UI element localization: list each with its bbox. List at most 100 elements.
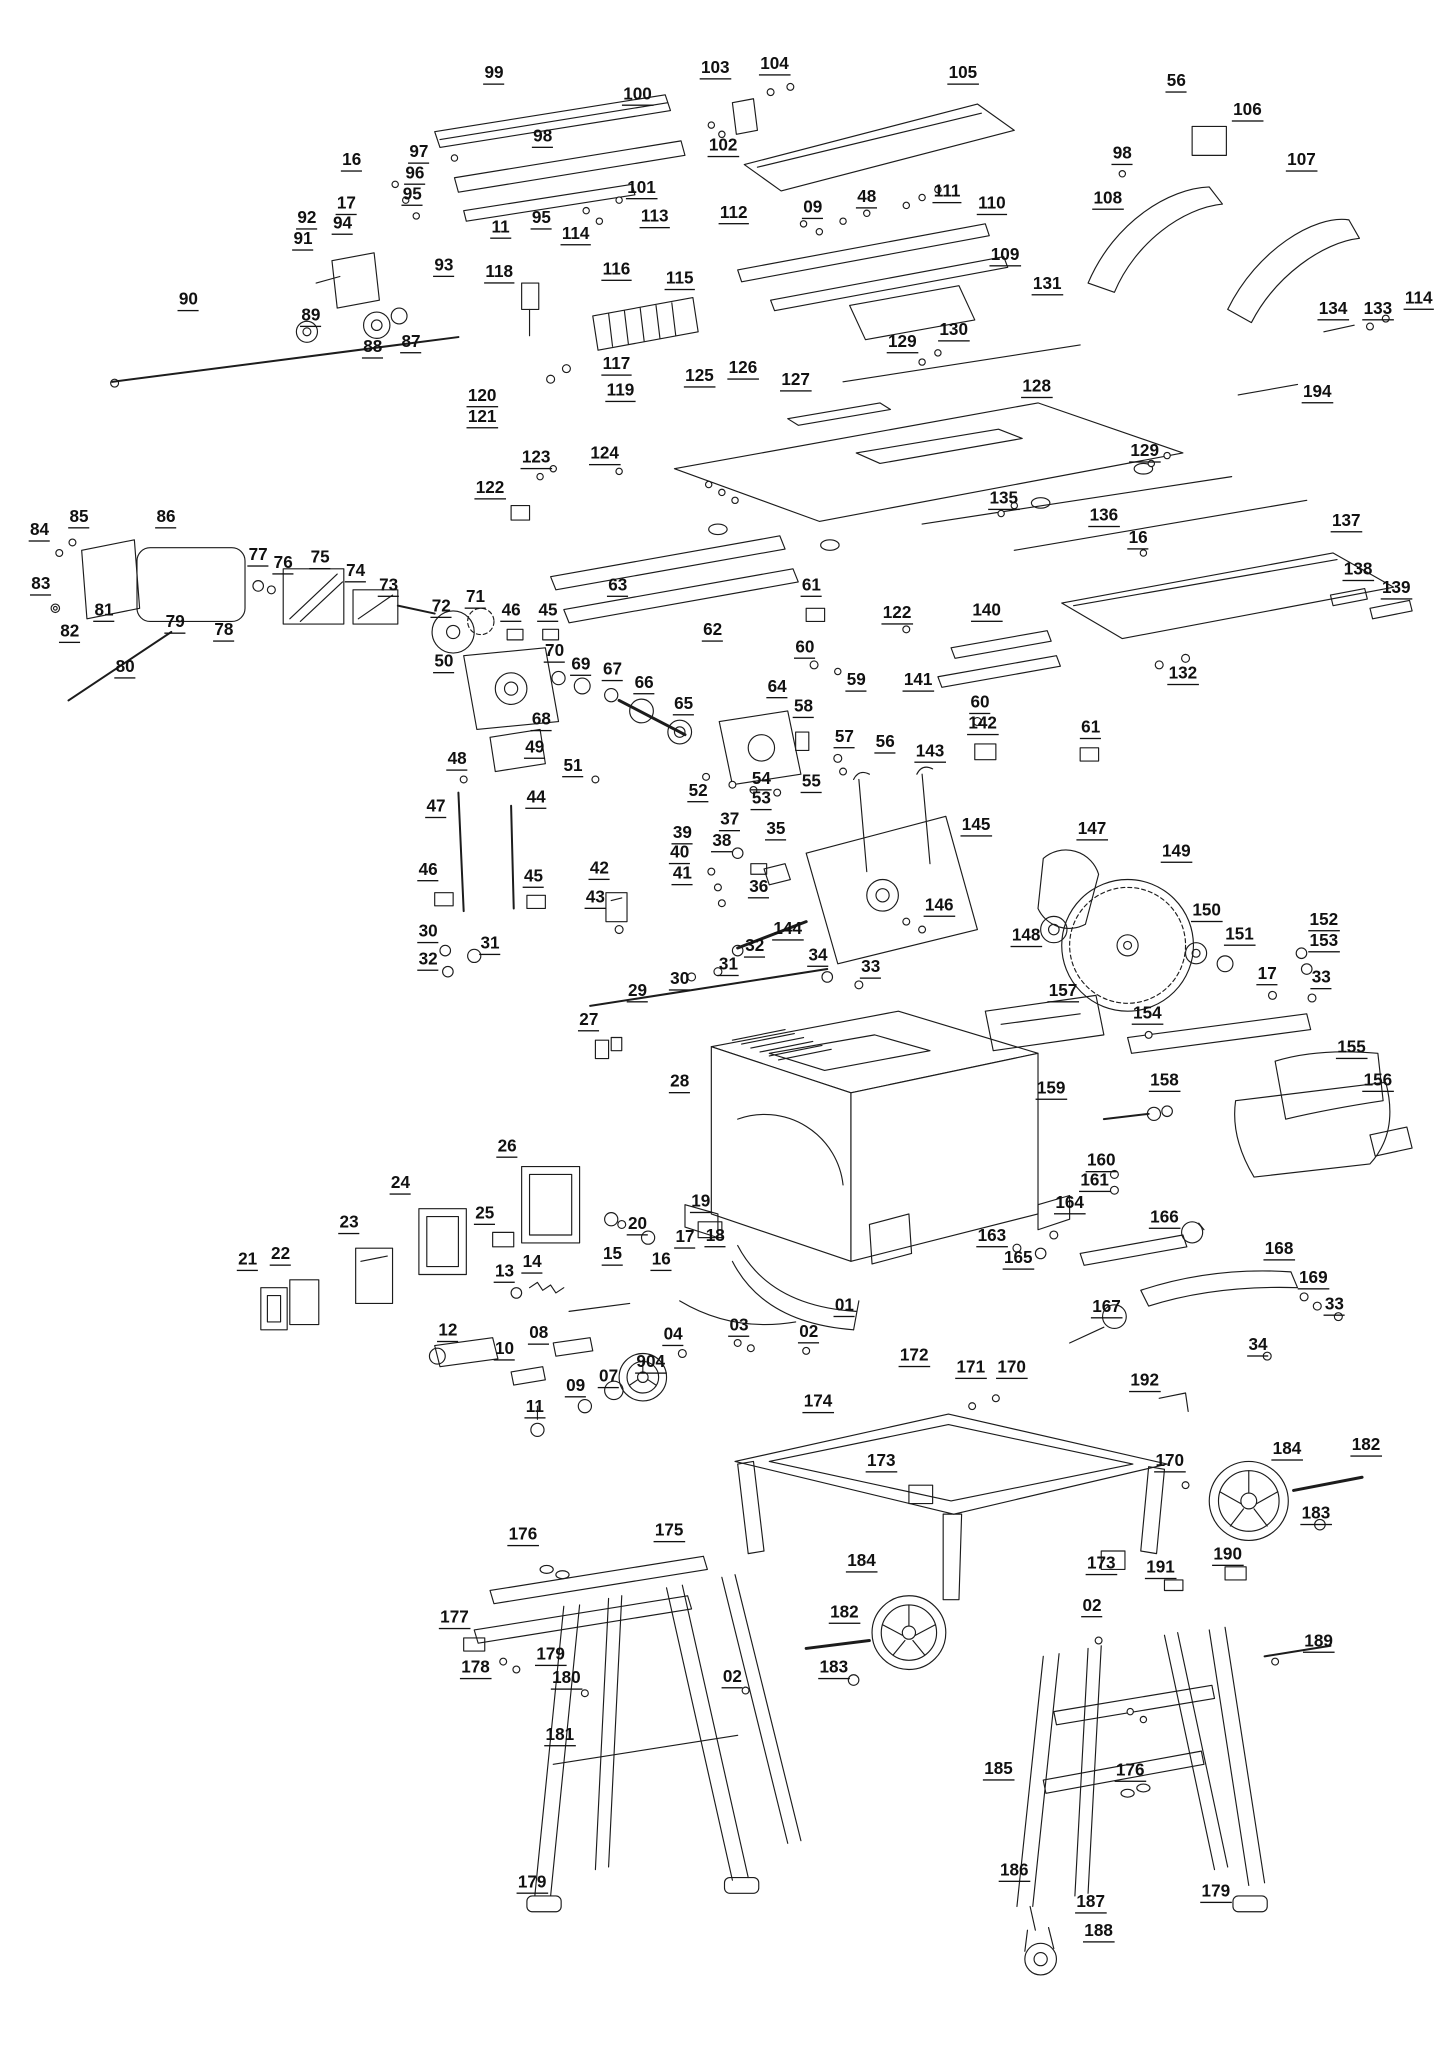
part-label-82: 82 <box>58 622 81 643</box>
part-label-160: 160 <box>1085 1151 1117 1172</box>
part-label-79: 79 <box>164 613 187 634</box>
part-label-12: 12 <box>437 1321 459 1342</box>
part-label-66: 66 <box>633 673 655 694</box>
part-label-46: 46 <box>500 601 522 622</box>
part-label-158: 158 <box>1148 1071 1181 1092</box>
part-label-07: 07 <box>597 1367 620 1388</box>
part-label-95: 95 <box>530 208 553 230</box>
part-label-94: 94 <box>331 214 354 235</box>
part-label-179: 179 <box>516 1873 548 1894</box>
part-label-31: 31 <box>479 934 501 955</box>
part-label-179: 179 <box>535 1645 567 1666</box>
part-label-78: 78 <box>213 620 235 642</box>
part-label-24: 24 <box>389 1173 412 1195</box>
push-rod <box>111 337 459 387</box>
part-label-90: 90 <box>177 290 200 311</box>
part-label-53: 53 <box>750 789 773 810</box>
part-label-34: 34 <box>807 946 829 967</box>
part-label-101: 101 <box>625 178 658 199</box>
part-label-56: 56 <box>874 732 897 754</box>
stand-left <box>464 1556 801 1911</box>
part-label-184: 184 <box>1271 1439 1303 1461</box>
part-label-171: 171 <box>955 1358 987 1379</box>
part-label-88: 88 <box>361 337 384 359</box>
part-label-129: 129 <box>1129 441 1161 463</box>
part-label-21: 21 <box>236 1250 259 1271</box>
part-label-80: 80 <box>114 657 136 679</box>
rip-fence-profiles <box>738 186 1008 339</box>
part-label-130: 130 <box>938 320 970 342</box>
part-label-173: 173 <box>865 1451 897 1473</box>
part-label-159: 159 <box>1035 1079 1067 1100</box>
hose <box>522 283 699 383</box>
part-label-177: 177 <box>438 1608 471 1629</box>
part-label-30: 30 <box>668 969 691 991</box>
part-label-09: 09 <box>564 1376 587 1397</box>
part-label-151: 151 <box>1223 925 1256 946</box>
part-label-183: 183 <box>1300 1504 1332 1525</box>
part-label-97: 97 <box>408 142 430 164</box>
part-label-138: 138 <box>1342 560 1374 581</box>
part-label-135: 135 <box>988 489 1020 510</box>
part-label-91: 91 <box>292 229 314 251</box>
part-label-13: 13 <box>493 1262 516 1283</box>
part-label-133: 133 <box>1362 299 1394 320</box>
part-label-31: 31 <box>717 955 740 976</box>
part-label-39: 39 <box>671 823 694 845</box>
part-label-148: 148 <box>1010 926 1042 947</box>
part-label-170: 170 <box>1154 1451 1186 1473</box>
part-label-186: 186 <box>998 1861 1030 1882</box>
part-label-11: 11 <box>524 1397 546 1419</box>
part-label-137: 137 <box>1330 511 1362 532</box>
part-label-03: 03 <box>728 1316 750 1337</box>
part-label-178: 178 <box>459 1658 492 1679</box>
part-label-117: 117 <box>601 354 632 376</box>
part-label-63: 63 <box>606 576 629 597</box>
part-label-161: 161 <box>1079 1171 1111 1192</box>
part-label-15: 15 <box>601 1245 624 1266</box>
part-label-187: 187 <box>1075 1892 1107 1914</box>
part-label-81: 81 <box>93 601 115 622</box>
part-label-68: 68 <box>530 710 553 731</box>
part-label-111: 111 <box>932 182 962 203</box>
part-label-99: 99 <box>483 63 505 85</box>
part-label-143: 143 <box>914 742 946 763</box>
part-label-114: 114 <box>560 224 591 245</box>
part-label-180: 180 <box>550 1668 583 1690</box>
part-label-43: 43 <box>584 888 607 909</box>
part-label-02: 02 <box>1081 1596 1103 1617</box>
part-label-17: 17 <box>674 1227 696 1249</box>
part-label-16: 16 <box>1127 528 1149 550</box>
part-label-165: 165 <box>1002 1248 1034 1270</box>
stand-right <box>1017 1627 1331 1975</box>
part-label-56: 56 <box>1165 71 1188 93</box>
part-label-29: 29 <box>626 981 649 1003</box>
part-label-172: 172 <box>898 1346 930 1367</box>
part-label-22: 22 <box>269 1245 292 1266</box>
part-label-02: 02 <box>797 1322 820 1344</box>
part-label-103: 103 <box>699 58 731 80</box>
part-label-40: 40 <box>668 843 691 864</box>
part-label-60: 60 <box>969 693 991 714</box>
part-label-04: 04 <box>662 1325 684 1346</box>
part-label-124: 124 <box>589 444 621 465</box>
part-label-27: 27 <box>577 1010 600 1031</box>
part-label-59: 59 <box>845 670 868 692</box>
part-label-44: 44 <box>525 788 547 809</box>
part-label-65: 65 <box>672 694 695 715</box>
part-label-150: 150 <box>1191 901 1223 922</box>
extension-table <box>806 553 1412 761</box>
part-label-25: 25 <box>473 1204 496 1225</box>
part-label-131: 131 <box>1031 274 1063 295</box>
part-label-105: 105 <box>947 63 979 85</box>
part-label-139: 139 <box>1380 578 1412 600</box>
part-label-35: 35 <box>765 819 787 841</box>
part-label-166: 166 <box>1148 1208 1181 1229</box>
part-label-58: 58 <box>792 697 815 718</box>
part-label-109: 109 <box>989 245 1021 267</box>
part-label-108: 108 <box>1092 189 1124 210</box>
part-label-33: 33 <box>859 957 882 979</box>
part-label-152: 152 <box>1308 910 1340 931</box>
